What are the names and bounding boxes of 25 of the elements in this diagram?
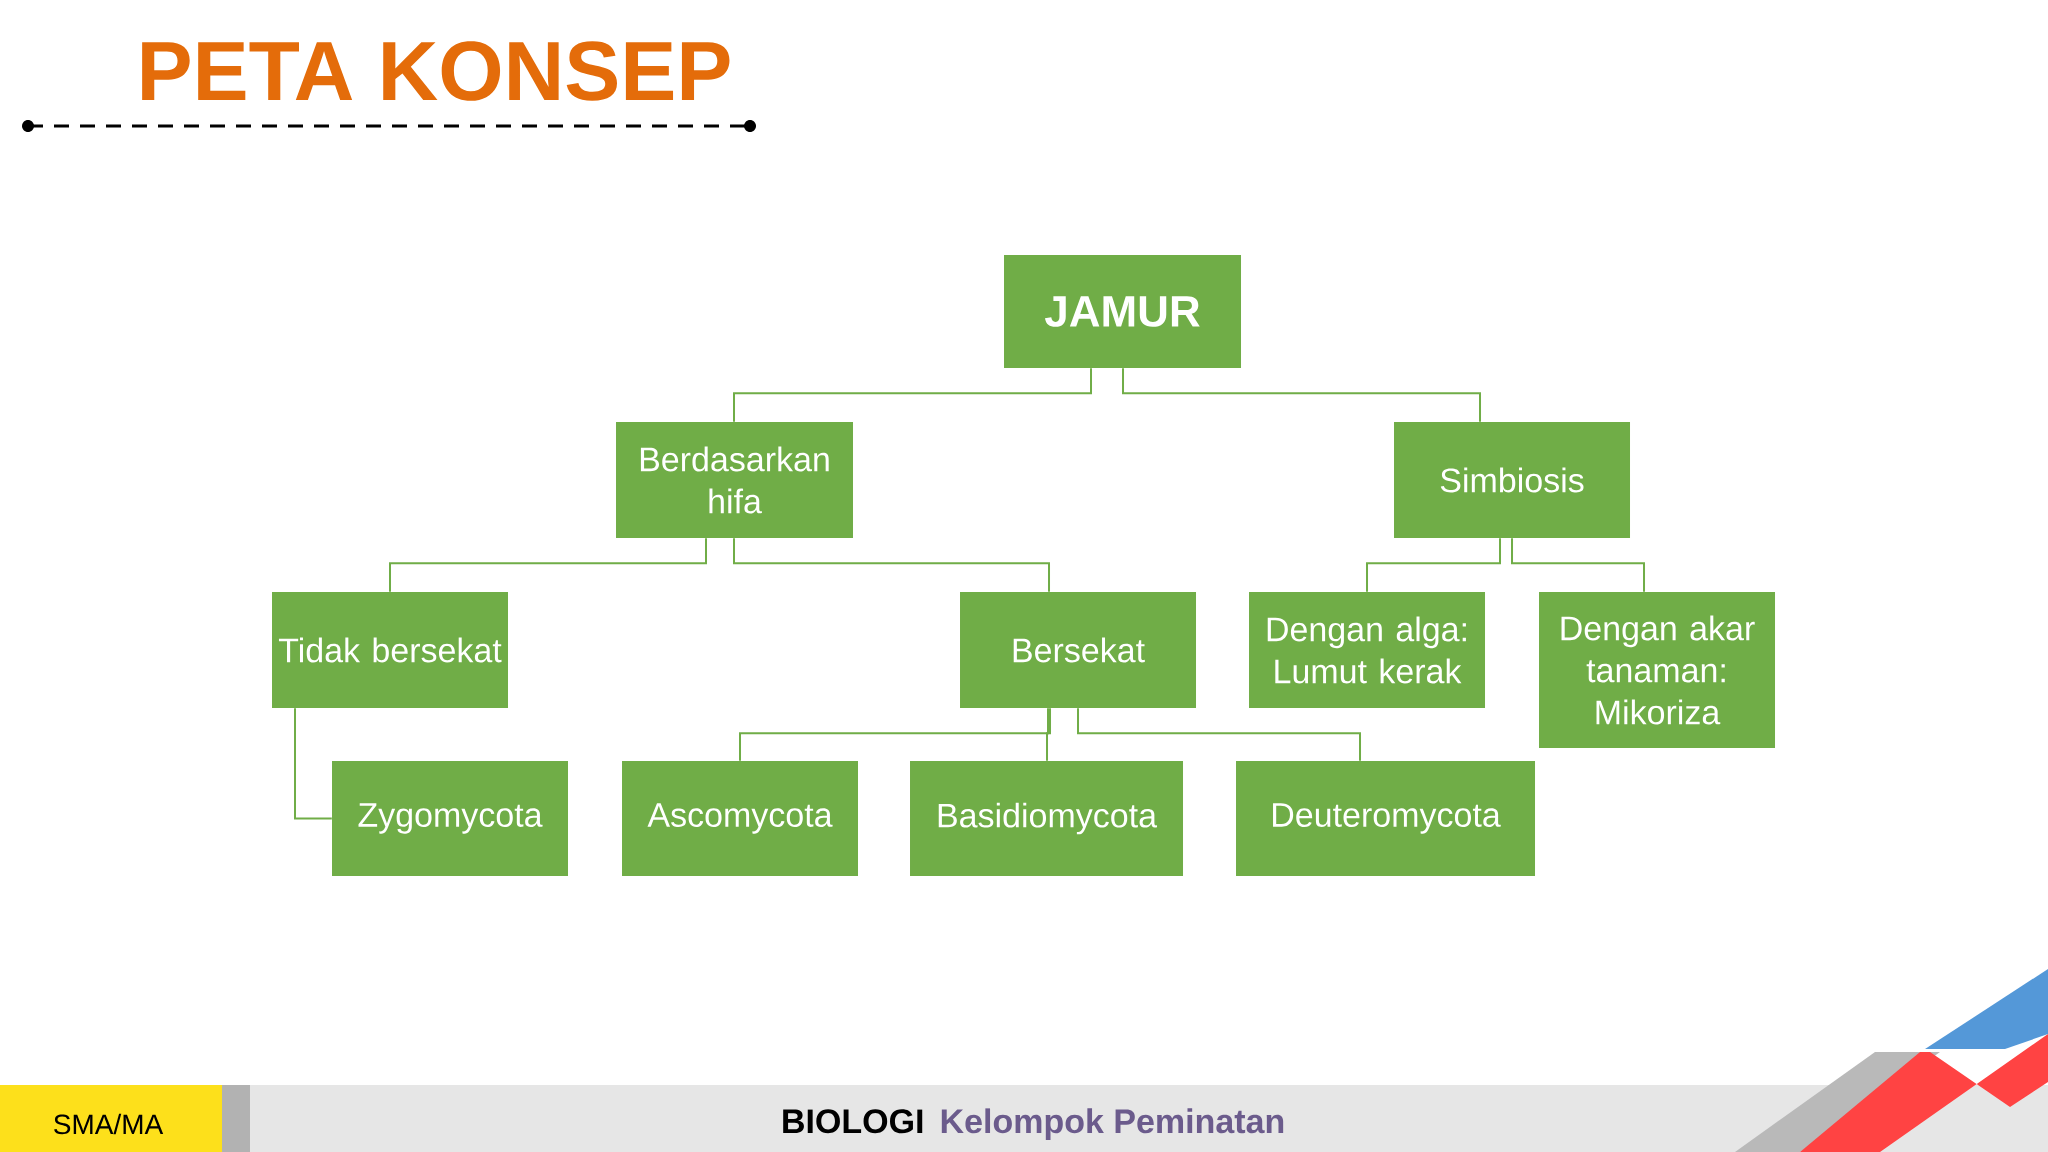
concept-box: Tidak bersekat: [272, 592, 508, 708]
concept-box: Zygomycota: [332, 761, 568, 876]
connector-line: [389, 537, 707, 593]
concept-box: Simbiosis: [1394, 422, 1630, 538]
connector-line: [1122, 367, 1481, 423]
concept-box: Dengan alga: Lumut kerak: [1249, 592, 1485, 708]
concept-box: Deuteromycota: [1236, 761, 1535, 876]
connector-line: [294, 707, 333, 820]
concept-box: Ascomycota: [622, 761, 858, 876]
diagram-title: PETA KONSEP: [142, 41, 730, 101]
connector-line: [739, 707, 1051, 762]
connector-line: [733, 537, 1050, 593]
concept-box: Bersekat: [960, 592, 1196, 708]
connector-line: [1366, 537, 1501, 593]
connector-line: [1511, 537, 1645, 593]
concept-box: Dengan akar tanaman: Mikoriza: [1539, 592, 1775, 748]
connector-line: [1046, 707, 1049, 762]
label: BIOLOGI: [783, 1109, 923, 1134]
connector-line: [1077, 707, 1361, 762]
label: Kelompok Peminatan: [941, 1108, 1284, 1141]
concept-box: Basidiomycota: [910, 761, 1183, 876]
concept-box: Berdasarkan hifa: [616, 422, 853, 538]
connector-line: [733, 367, 1092, 423]
concept-box: JAMUR: [1004, 255, 1241, 368]
level-tag: SMA/MA: [0, 1085, 222, 1152]
